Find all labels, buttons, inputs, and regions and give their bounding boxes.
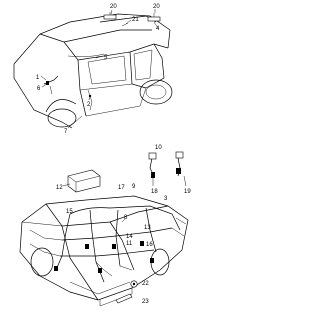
callout-9: 9	[132, 184, 136, 190]
callout-2: 2	[87, 102, 91, 108]
callout-14: 14	[126, 234, 133, 240]
callout-13: 13	[144, 225, 151, 231]
callout-22: 22	[142, 281, 149, 287]
callout-4: 4	[156, 26, 160, 32]
callout-20-roof: 20	[110, 4, 117, 10]
wire-harness-diagram: 20 21 20 4 5 1 6 2 7 10 18 19 12 17 9 3 …	[13, 4, 191, 307]
callout-20-rear: 20	[153, 4, 160, 10]
callout-16: 16	[146, 242, 153, 248]
callout-21: 21	[132, 17, 139, 23]
wire-harness-network	[29, 205, 187, 283]
part-23-clip	[115, 293, 133, 304]
callout-17: 17	[118, 185, 125, 191]
callout-19: 19	[184, 189, 191, 195]
part-19-connector	[175, 151, 187, 187]
callout-1: 1	[36, 75, 40, 81]
upper-car-body	[13, 13, 173, 129]
callout-15: 15	[66, 209, 73, 215]
callout-10: 10	[155, 145, 162, 151]
leader-lines	[40, 9, 159, 223]
rear-lamp-part	[147, 16, 161, 22]
callout-5: 5	[104, 55, 108, 61]
callout-labels: 20 21 20 4 5 1 6 2 7 10 18 19 12 17 9 3 …	[36, 4, 191, 305]
dome-light-part	[103, 14, 117, 20]
callout-18: 18	[151, 189, 158, 195]
callout-3: 3	[164, 196, 168, 202]
part-18-connector	[148, 152, 157, 186]
callout-23: 23	[142, 299, 149, 305]
callout-6: 6	[37, 86, 41, 92]
roof-lamp-parts	[103, 12, 161, 27]
callout-7: 7	[64, 129, 68, 135]
callout-11: 11	[126, 241, 133, 247]
callout-8: 8	[124, 215, 128, 221]
part-12-control-unit	[62, 169, 101, 193]
part-22-grommet	[130, 280, 138, 288]
callout-12: 12	[56, 185, 63, 191]
lower-car-body	[19, 195, 189, 307]
